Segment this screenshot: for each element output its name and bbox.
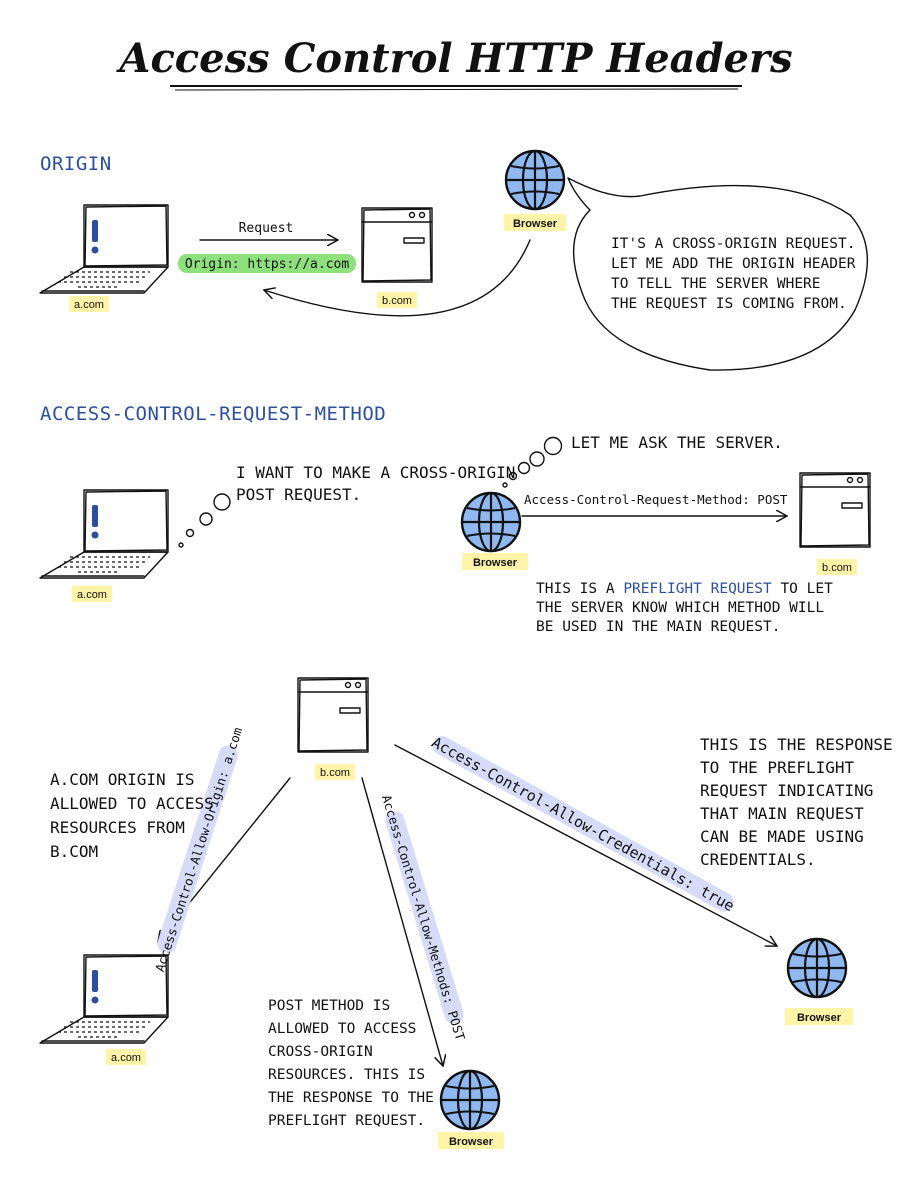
svg-text:RESOURCES FROM: RESOURCES FROM <box>50 818 185 837</box>
explain-prefix: THIS IS A <box>536 581 623 597</box>
server-icon <box>297 677 369 753</box>
label-highlight <box>817 559 857 575</box>
label-highlight <box>72 586 112 602</box>
label-highlight <box>438 1132 504 1149</box>
label-highlight <box>785 1008 853 1025</box>
browser-thought: LET ME ASK THE SERVER. <box>571 433 783 452</box>
label-highlight <box>462 553 528 570</box>
title-underline-2 <box>174 88 739 91</box>
svg-text:ALLOWED TO ACCESS: ALLOWED TO ACCESS <box>50 794 214 813</box>
svg-text:RESOURCES. THIS IS: RESOURCES. THIS IS <box>268 1067 425 1083</box>
explain-suffix: TO LET <box>772 581 833 597</box>
request-method-header-label: Access-Control-Request-Method: POST <box>524 492 788 507</box>
client-label-method: a.com <box>77 589 107 601</box>
origin-note: A.COM ORIGIN IS ALLOWED TO ACCESS RESOUR… <box>50 770 214 861</box>
browser-label-method: Browser <box>473 557 518 569</box>
svg-text:TO TELL THE SERVER WHERE: TO TELL THE SERVER WHERE <box>611 276 821 292</box>
request-method-heading: ACCESS-CONTROL-REQUEST-METHOD <box>40 403 386 425</box>
svg-text:TO THE PREFLIGHT: TO THE PREFLIGHT <box>700 758 854 777</box>
browser-label-response-right: Browser <box>797 1012 842 1024</box>
laptop-icon <box>39 204 169 294</box>
svg-text:CAN BE MADE USING: CAN BE MADE USING <box>700 827 864 846</box>
svg-text:POST METHOD IS: POST METHOD IS <box>268 998 390 1014</box>
svg-text:IT'S A CROSS-ORIGIN REQUEST.: IT'S A CROSS-ORIGIN REQUEST. <box>611 236 855 252</box>
svg-text:THIS IS THE RESPONSE: THIS IS THE RESPONSE <box>700 735 893 754</box>
thought-bubble-icon <box>178 493 231 548</box>
laptop-icon <box>39 489 169 579</box>
allow-methods-header: Access-Control-Allow-Methods: POST <box>379 793 468 1043</box>
browser-label-response-center: Browser <box>449 1136 494 1148</box>
page-title: Access Control HTTP Headers <box>115 35 792 82</box>
svg-text:CROSS-ORIGIN: CROSS-ORIGIN <box>268 1044 373 1060</box>
label-highlight <box>106 1049 146 1065</box>
svg-text:ALLOWED TO ACCESS: ALLOWED TO ACCESS <box>268 1021 416 1037</box>
svg-text:LET ME ADD THE ORIGIN HEADER: LET ME ADD THE ORIGIN HEADER <box>611 256 856 272</box>
allow-credentials-header: Access-Control-Allow-Credentials: true <box>429 733 738 915</box>
laptop-icon <box>39 954 169 1044</box>
svg-text:THE RESPONSE TO THE: THE RESPONSE TO THE <box>268 1090 434 1106</box>
thought-bubble-icon <box>502 436 563 488</box>
globe-icon <box>786 937 848 999</box>
request-label: Request <box>239 221 294 236</box>
preflight-explain-line-3: BE USED IN THE MAIN REQUEST. <box>536 619 780 635</box>
client-label-response: a.com <box>111 1052 141 1064</box>
label-highlight <box>377 292 417 308</box>
client-thought-line-1: I WANT TO MAKE A CROSS-ORIGIN <box>236 463 515 482</box>
server-icon <box>361 207 433 283</box>
svg-text:Access-Control-Allow-Origin: a: Access-Control-Allow-Origin: a.com <box>152 726 245 974</box>
label-highlight <box>69 296 109 312</box>
origin-bubble-text: IT'S A CROSS-ORIGIN REQUEST. LET ME ADD … <box>611 236 856 312</box>
globe-icon <box>504 149 566 211</box>
svg-text:CREDENTIALS.: CREDENTIALS. <box>700 850 816 869</box>
browser-label-origin: Browser <box>513 218 558 230</box>
speech-bubble-icon <box>567 177 869 371</box>
svg-text:THAT MAIN REQUEST: THAT MAIN REQUEST <box>700 804 864 823</box>
allow-methods-arrow-icon <box>361 777 443 1066</box>
globe-icon <box>460 491 522 553</box>
svg-text:THE REQUEST IS COMING FROM.: THE REQUEST IS COMING FROM. <box>611 296 847 312</box>
methods-note: POST METHOD IS ALLOWED TO ACCESS CROSS-O… <box>268 998 434 1129</box>
preflight-explain-line-1: THIS IS A PREFLIGHT REQUEST TO LET <box>536 581 833 597</box>
label-highlight <box>504 214 566 231</box>
svg-text:REQUEST INDICATING: REQUEST INDICATING <box>700 781 873 800</box>
allow-origin-header: Access-Control-Allow-Origin: a.com <box>152 726 245 974</box>
svg-text:B.COM: B.COM <box>50 842 98 861</box>
server-label-origin: b.com <box>382 295 412 307</box>
origin-heading: ORIGIN <box>40 153 112 175</box>
svg-text:PREFLIGHT REQUEST.: PREFLIGHT REQUEST. <box>268 1113 425 1129</box>
preflight-request-highlight: PREFLIGHT REQUEST <box>623 581 772 597</box>
preflight-explain-line-2: THE SERVER KNOW WHICH METHOD WILL <box>536 600 824 616</box>
label-highlight <box>315 764 355 780</box>
response-curve-arrow-icon <box>264 239 531 317</box>
svg-text:Access-Control-Allow-Methods:: Access-Control-Allow-Methods: POST <box>379 793 468 1043</box>
client-thought-line-2: POST REQUEST. <box>236 485 361 504</box>
client-label-origin: a.com <box>74 299 104 311</box>
server-label-response: b.com <box>320 767 350 779</box>
svg-text:Access-Control-Allow-Credentia: Access-Control-Allow-Credentials: true <box>429 733 738 915</box>
origin-header-label: Origin: https://a.com <box>185 257 350 272</box>
credentials-note: THIS IS THE RESPONSE TO THE PREFLIGHT RE… <box>700 735 893 869</box>
globe-icon <box>439 1069 501 1131</box>
svg-text:A.COM ORIGIN IS: A.COM ORIGIN IS <box>50 770 195 789</box>
server-icon <box>799 472 871 548</box>
server-label-method: b.com <box>822 562 852 574</box>
allow-credentials-arrow-icon <box>394 744 777 946</box>
origin-highlight <box>178 254 356 273</box>
